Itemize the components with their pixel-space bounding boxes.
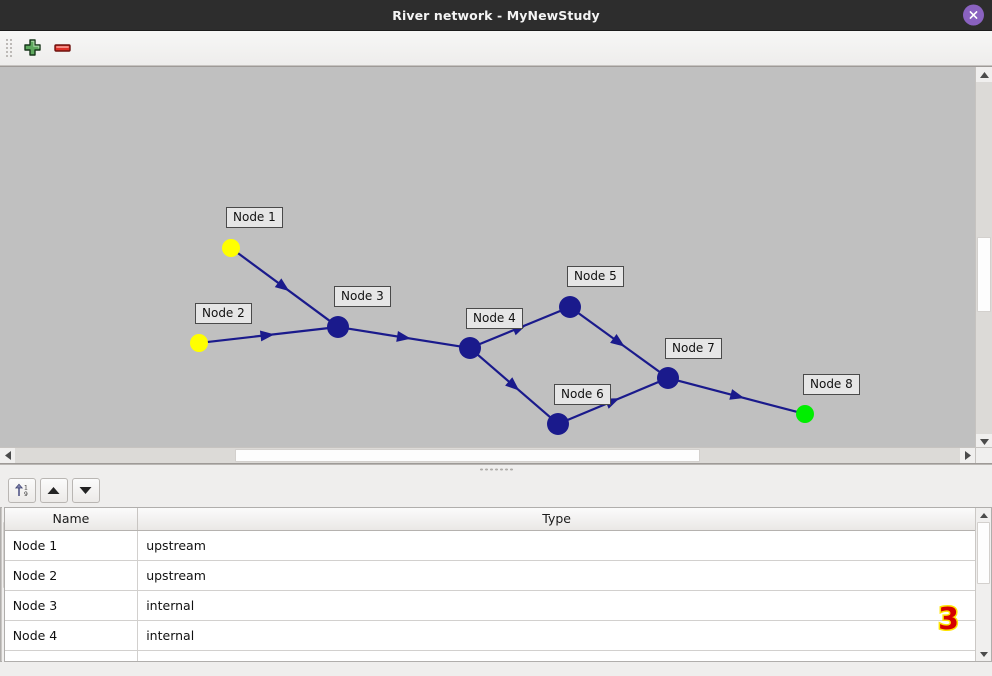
edge-arrow-icon — [729, 389, 745, 400]
triangle-up-icon — [979, 71, 989, 78]
svg-text:1: 1 — [24, 485, 28, 492]
nodes-sort-button[interactable]: 1 9 — [7, 477, 36, 503]
vscroll-down-arrow[interactable] — [976, 434, 992, 449]
table-cell[interactable]: upstream — [137, 560, 976, 591]
toolbar-drag-handle[interactable] — [4, 37, 13, 59]
nodes-move-up-button[interactable] — [39, 477, 68, 503]
node-label[interactable]: Node 6 — [554, 384, 611, 405]
network-node[interactable] — [547, 413, 569, 435]
sort-ascending-icon: 1 9 — [14, 483, 28, 498]
network-node[interactable] — [657, 367, 679, 389]
diagram-vertical-scrollbar[interactable] — [975, 67, 992, 449]
hscroll-left-arrow[interactable] — [0, 448, 15, 463]
nodes-scroll-up[interactable] — [976, 508, 992, 522]
table-cell[interactable]: Node 2 — [4, 560, 139, 591]
column-header-name[interactable]: Name — [4, 508, 139, 531]
network-node[interactable] — [459, 337, 481, 359]
scrollbar-corner — [975, 447, 992, 463]
main-toolbar — [0, 31, 992, 66]
node-label[interactable]: Node 8 — [803, 374, 860, 395]
splitter-grip — [479, 467, 513, 471]
node-label[interactable]: Node 3 — [334, 286, 391, 307]
add-node-button[interactable] — [17, 34, 47, 62]
nodes-move-down-button[interactable] — [71, 477, 100, 503]
green-plus-icon — [23, 38, 41, 56]
svg-text:9: 9 — [24, 491, 28, 498]
nodes-pane: 1 9 — [3, 473, 992, 676]
node-label[interactable]: Node 1 — [226, 207, 283, 228]
edge-arrow-icon — [274, 278, 290, 292]
window-title: River network - MyNewStudy — [392, 7, 600, 23]
edge-arrow-icon — [259, 330, 275, 342]
tables-area: 1 9 — [0, 473, 992, 676]
close-icon — [969, 11, 978, 19]
vscroll-up-arrow[interactable] — [976, 67, 992, 82]
edge-arrow-icon — [505, 377, 520, 391]
table-cell-empty — [137, 650, 976, 661]
table-cell-empty — [4, 650, 139, 661]
vscroll-thumb[interactable] — [977, 237, 991, 312]
triangle-up-icon — [979, 512, 988, 518]
table-cell[interactable]: internal — [137, 620, 976, 651]
network-diagram-panel: Node 1 Node 2 Node 3 Node 4 Node 5 Node 6 Node… — [0, 66, 992, 464]
edge-arrow-icon — [610, 333, 625, 347]
horizontal-splitter[interactable] — [0, 464, 992, 473]
triangle-down-icon — [979, 438, 989, 445]
diagram-horizontal-scrollbar[interactable] — [0, 447, 975, 463]
table-cell[interactable]: Node 1 — [4, 530, 139, 561]
hscroll-thumb[interactable] — [235, 449, 700, 462]
close-button[interactable] — [963, 4, 984, 26]
nodes-toolbar: 1 9 — [3, 473, 992, 507]
network-node[interactable] — [796, 405, 814, 423]
triangle-down-icon — [79, 486, 92, 494]
network-canvas[interactable]: Node 1 Node 2 Node 3 Node 4 Node 5 Node 6 Node… — [0, 67, 975, 449]
nodes-table-scrollbar[interactable] — [975, 508, 992, 661]
hscroll-right-arrow[interactable] — [960, 448, 975, 463]
edge-arrow-icon — [396, 330, 411, 342]
red-minus-icon — [53, 43, 71, 52]
remove-node-button[interactable] — [47, 34, 77, 62]
nodes-scroll-thumb[interactable] — [977, 522, 991, 584]
nodes-scroll-down[interactable] — [976, 647, 992, 661]
network-node[interactable] — [222, 239, 240, 257]
network-node[interactable] — [190, 334, 208, 352]
table-cell[interactable]: Node 4 — [4, 620, 139, 651]
title-bar: River network - MyNewStudy — [0, 0, 992, 31]
triangle-down-icon — [979, 651, 988, 657]
triangle-up-icon — [47, 486, 60, 494]
triangle-right-icon — [964, 451, 971, 460]
table-cell[interactable]: Node 3 — [4, 590, 139, 621]
network-node[interactable] — [327, 316, 349, 338]
table-cell[interactable]: internal — [137, 590, 976, 621]
node-label[interactable]: Node 4 — [466, 308, 523, 329]
node-label[interactable]: Node 5 — [567, 266, 624, 287]
table-filler-row — [4, 650, 976, 661]
network-node[interactable] — [559, 296, 581, 318]
node-label[interactable]: Node 2 — [195, 303, 252, 324]
column-header-type[interactable]: Type — [137, 508, 976, 531]
triangle-left-icon — [4, 451, 11, 460]
node-label[interactable]: Node 7 — [665, 338, 722, 359]
table-cell[interactable]: upstream — [137, 530, 976, 561]
